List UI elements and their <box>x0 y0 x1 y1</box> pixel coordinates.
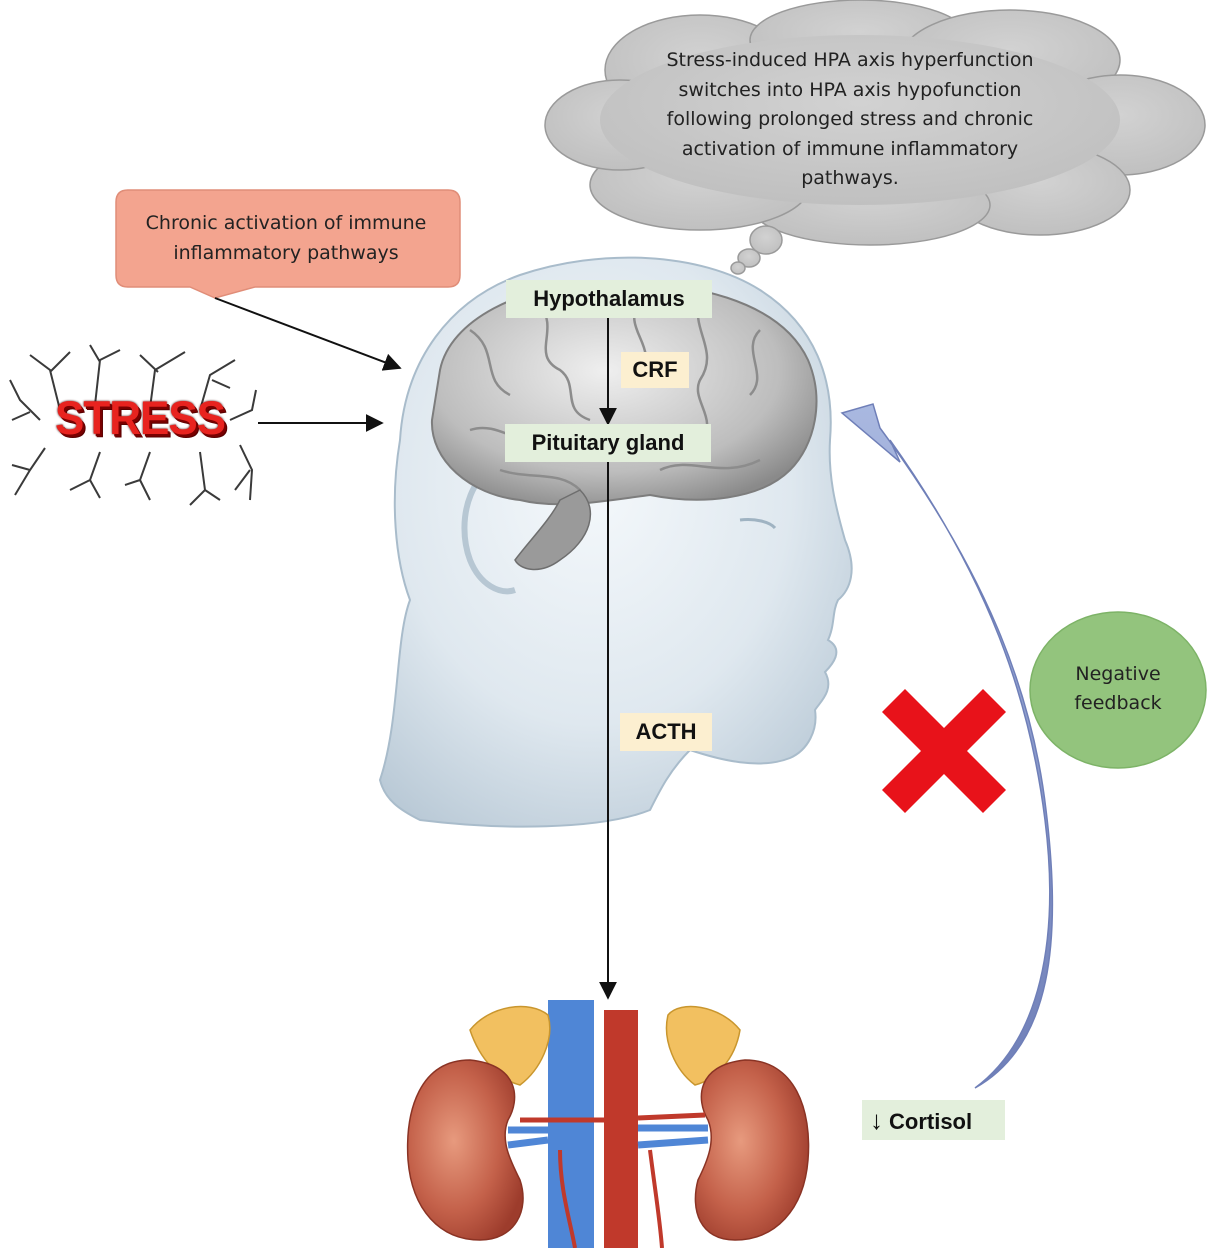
callout-text: Chronic activation of immune inflammator… <box>120 208 452 268</box>
acth-label: ACTH <box>620 713 712 751</box>
negative-feedback-line: Negative <box>1032 660 1204 689</box>
red-cross-icon <box>882 689 1006 813</box>
crf-label: CRF <box>621 352 689 388</box>
thought-cloud-line: switches into HPA axis hypofunction <box>640 76 1060 106</box>
negative-feedback-line: feedback <box>1032 689 1204 718</box>
thought-cloud-text: Stress-induced HPA axis hyperfunction sw… <box>640 46 1060 194</box>
thought-cloud-line: activation of immune inflammatory <box>640 135 1060 165</box>
callout-line: inflammatory pathways <box>120 238 452 268</box>
hypothalamus-label: Hypothalamus <box>506 280 712 318</box>
thought-cloud-line: pathways. <box>640 164 1060 194</box>
kidneys-illustration <box>408 1000 809 1248</box>
thought-cloud-line: Stress-induced HPA axis hyperfunction <box>640 46 1060 76</box>
negative-feedback-text: Negative feedback <box>1032 660 1204 718</box>
down-arrow-icon: ↓ <box>870 1100 883 1140</box>
callout-line: Chronic activation of immune <box>120 208 452 238</box>
thought-cloud-line: following prolonged stress and chronic <box>640 105 1060 135</box>
pituitary-gland-label: Pituitary gland <box>505 424 711 462</box>
cortisol-text: Cortisol <box>889 1109 972 1134</box>
cortisol-label: ↓Cortisol <box>862 1100 1005 1140</box>
stress-label: STRESS <box>20 392 260 446</box>
